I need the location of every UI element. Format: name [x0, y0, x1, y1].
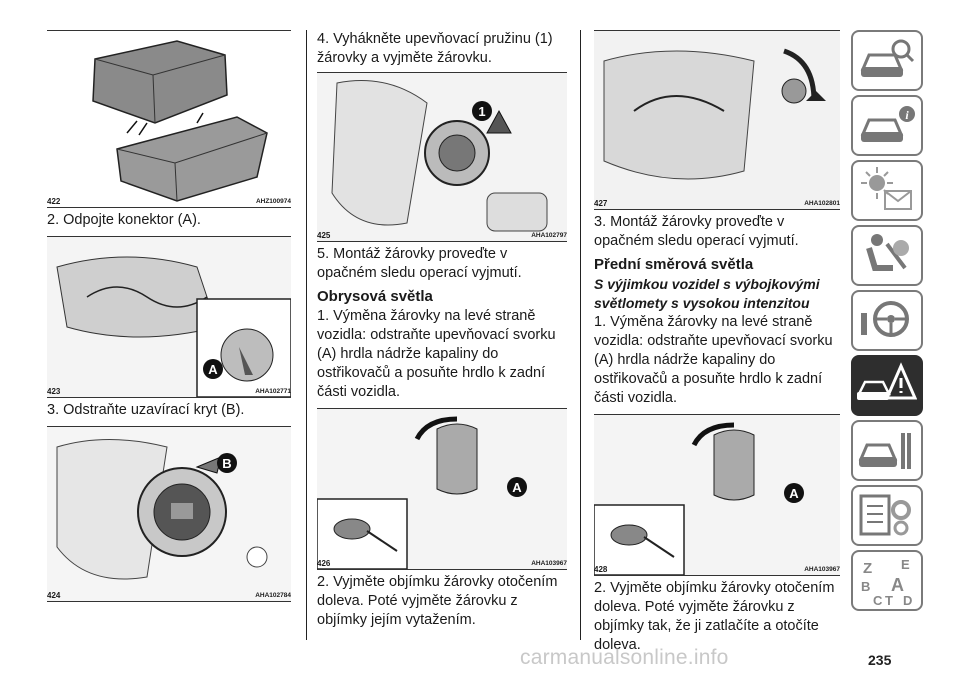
figure-423: A 423 AHA102771	[47, 237, 291, 398]
figure-425: 1 425 AHA102797	[317, 73, 567, 242]
figure-code: AHA103967	[804, 566, 840, 573]
section-title-obrysova: Obrysová světla	[317, 288, 433, 305]
bulb-spring-illustration: 1	[317, 73, 567, 241]
section-subtitle: S výjimkou vozidel s výbojkovými světlom…	[594, 276, 820, 311]
tab-car-magnifier[interactable]	[851, 30, 923, 91]
figure-424: B 424 AHA102784	[47, 427, 291, 602]
callout-1: 1	[478, 104, 485, 119]
callout-a: A	[789, 486, 799, 501]
column-separator	[306, 30, 307, 640]
column-1: 422 AHZ100974 2. Odpojte konektor (A). A …	[47, 30, 291, 602]
tab-light-message[interactable]	[851, 160, 923, 221]
svg-text:i: i	[905, 108, 909, 122]
figure-top-rule	[317, 72, 567, 73]
figure-code: AHZ100974	[255, 198, 291, 205]
tab-seat-airbag[interactable]	[851, 225, 923, 286]
turn-signal-access-illustration	[594, 31, 840, 209]
figure-top-rule	[47, 426, 291, 427]
figure-code: AHA102771	[255, 388, 291, 395]
step-5-text: 5. Montáž žárovky proveďte v opačném sle…	[317, 246, 522, 281]
figure-top-rule	[317, 408, 567, 409]
figure-422: 422 AHZ100974	[47, 31, 291, 208]
figure-number: 425	[317, 231, 331, 240]
headlamp-cover-illustration: B	[47, 427, 291, 601]
light-message-icon	[861, 167, 912, 210]
tab-car-tools[interactable]	[851, 420, 923, 481]
figure-number: 423	[47, 387, 61, 396]
tab-steering-key[interactable]	[851, 290, 923, 351]
engine-bay-connector-illustration: A	[47, 237, 291, 397]
callout-a: A	[512, 480, 522, 495]
car-info-icon: i	[860, 106, 915, 142]
page-number: 235	[868, 652, 892, 668]
step-3-text: 3. Montáž žárovky proveďte v opačném sle…	[594, 214, 799, 249]
figure-number: 422	[47, 197, 61, 206]
figure-top-rule	[594, 30, 840, 31]
tab-breakdown[interactable]	[851, 355, 923, 416]
washer-neck-illustration: A	[317, 409, 567, 569]
figure-code: AHA103967	[531, 560, 567, 567]
step-2-text: 2. Vyjměte objímku žárovky otočením dole…	[317, 574, 558, 628]
figure-427: 427 AHA102801	[594, 31, 840, 210]
fuse-box-illustration	[92, 40, 268, 202]
tab-specs[interactable]	[851, 485, 923, 546]
tab-alphabet-index[interactable]: Z E B A C T D	[851, 550, 923, 611]
step-3-text: 3. Odstraňte uzavírací kryt (B).	[47, 402, 245, 418]
index-letter: Z	[863, 560, 872, 577]
figure-code: AHA102784	[255, 592, 291, 599]
alphabet-index-icon: Z E B A C T D	[861, 557, 912, 607]
column-2: 4. Vyhákněte upevňovací pružinu (1) žáro…	[317, 30, 567, 630]
column-separator	[580, 30, 581, 640]
specs-gear-icon	[859, 494, 911, 536]
figure-code: AHA102801	[804, 200, 840, 207]
seat-airbag-icon	[866, 234, 909, 271]
index-letter: E	[901, 557, 910, 572]
watermark: carmanualsonline.info	[520, 646, 729, 669]
car-tools-icon	[858, 433, 911, 469]
step-4-text: 4. Vyhákněte upevňovací pružinu (1) žáro…	[317, 31, 553, 66]
figure-code: AHA102797	[531, 232, 567, 239]
step-2-text: 2. Odpojte konektor (A).	[47, 212, 201, 228]
figure-top-rule	[594, 414, 840, 415]
section-title-predni: Přední směrová světla	[594, 256, 754, 273]
tab-car-info[interactable]: i	[851, 95, 923, 156]
index-letter: C	[873, 593, 883, 607]
callout-b: B	[222, 456, 231, 471]
washer-neck-illustration: A	[594, 415, 840, 575]
index-letter: D	[903, 593, 912, 607]
figure-number: 427	[594, 199, 608, 208]
index-letter: B	[861, 579, 870, 594]
callout-a: A	[208, 362, 218, 377]
chapter-tabs: i	[851, 30, 923, 615]
figure-number: 424	[47, 591, 61, 600]
figure-top-rule	[47, 30, 291, 31]
figure-number: 426	[317, 559, 331, 568]
step-2-text: 2. Vyjměte objímku žárovky otočením dole…	[594, 580, 835, 653]
index-letter: A	[891, 575, 904, 595]
figure-top-rule	[47, 236, 291, 237]
column-3: 427 AHA102801 3. Montáž žárovky proveďte …	[594, 30, 840, 655]
steering-key-icon	[861, 301, 909, 337]
car-magnifier-icon	[860, 39, 915, 77]
step-1-text: 1. Výměna žárovky na levé straně vozidla…	[594, 314, 833, 406]
figure-428: A 428 AHA103967	[594, 415, 840, 576]
step-1-text: 1. Výměna žárovky na levé straně vozidla…	[317, 308, 556, 400]
figure-number: 428	[594, 565, 608, 574]
figure-426: A 426 AHA103967	[317, 409, 567, 570]
breakdown-triangle-icon	[857, 362, 917, 400]
index-letter: T	[885, 593, 893, 607]
